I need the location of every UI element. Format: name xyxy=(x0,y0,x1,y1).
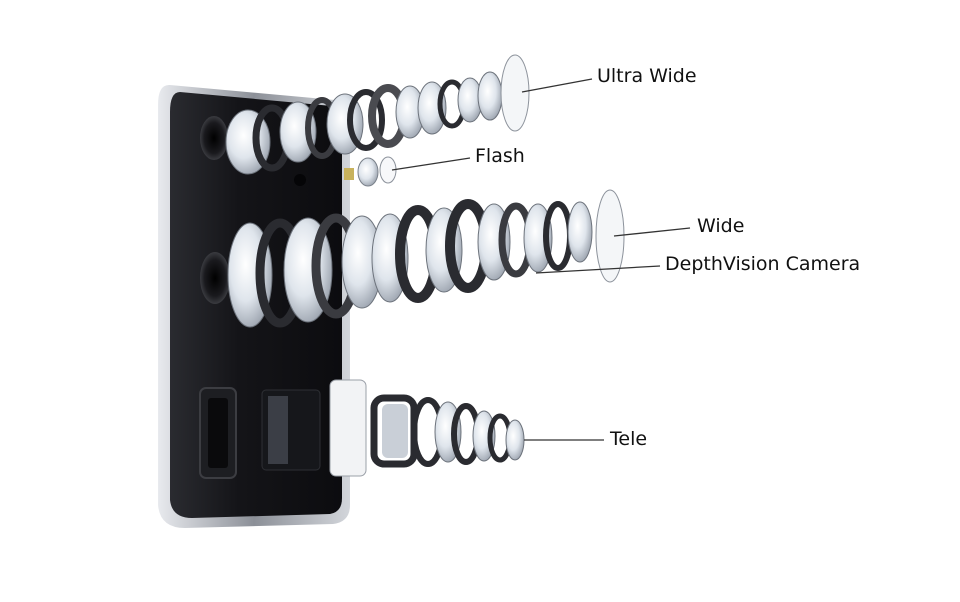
wide-label: Wide xyxy=(697,215,745,237)
tele-label: Tele xyxy=(610,428,648,450)
camera-module-body xyxy=(158,84,350,529)
depthvision-camera-label: DepthVision Camera xyxy=(665,253,861,275)
flash-component xyxy=(344,156,397,187)
flash-leader-line xyxy=(391,157,471,171)
wide-lens-stack xyxy=(227,189,625,328)
ultra-wide-label: Ultra Wide xyxy=(597,65,697,87)
ultra-wide-leader-line xyxy=(521,78,593,93)
tele-lens-stack xyxy=(329,379,525,477)
flash-label: Flash xyxy=(475,145,525,167)
ultra-wide-lens-stack xyxy=(225,54,530,175)
leader-lines xyxy=(391,78,691,441)
wide-leader-line xyxy=(613,227,691,237)
depthvision-leader-line xyxy=(535,265,661,274)
